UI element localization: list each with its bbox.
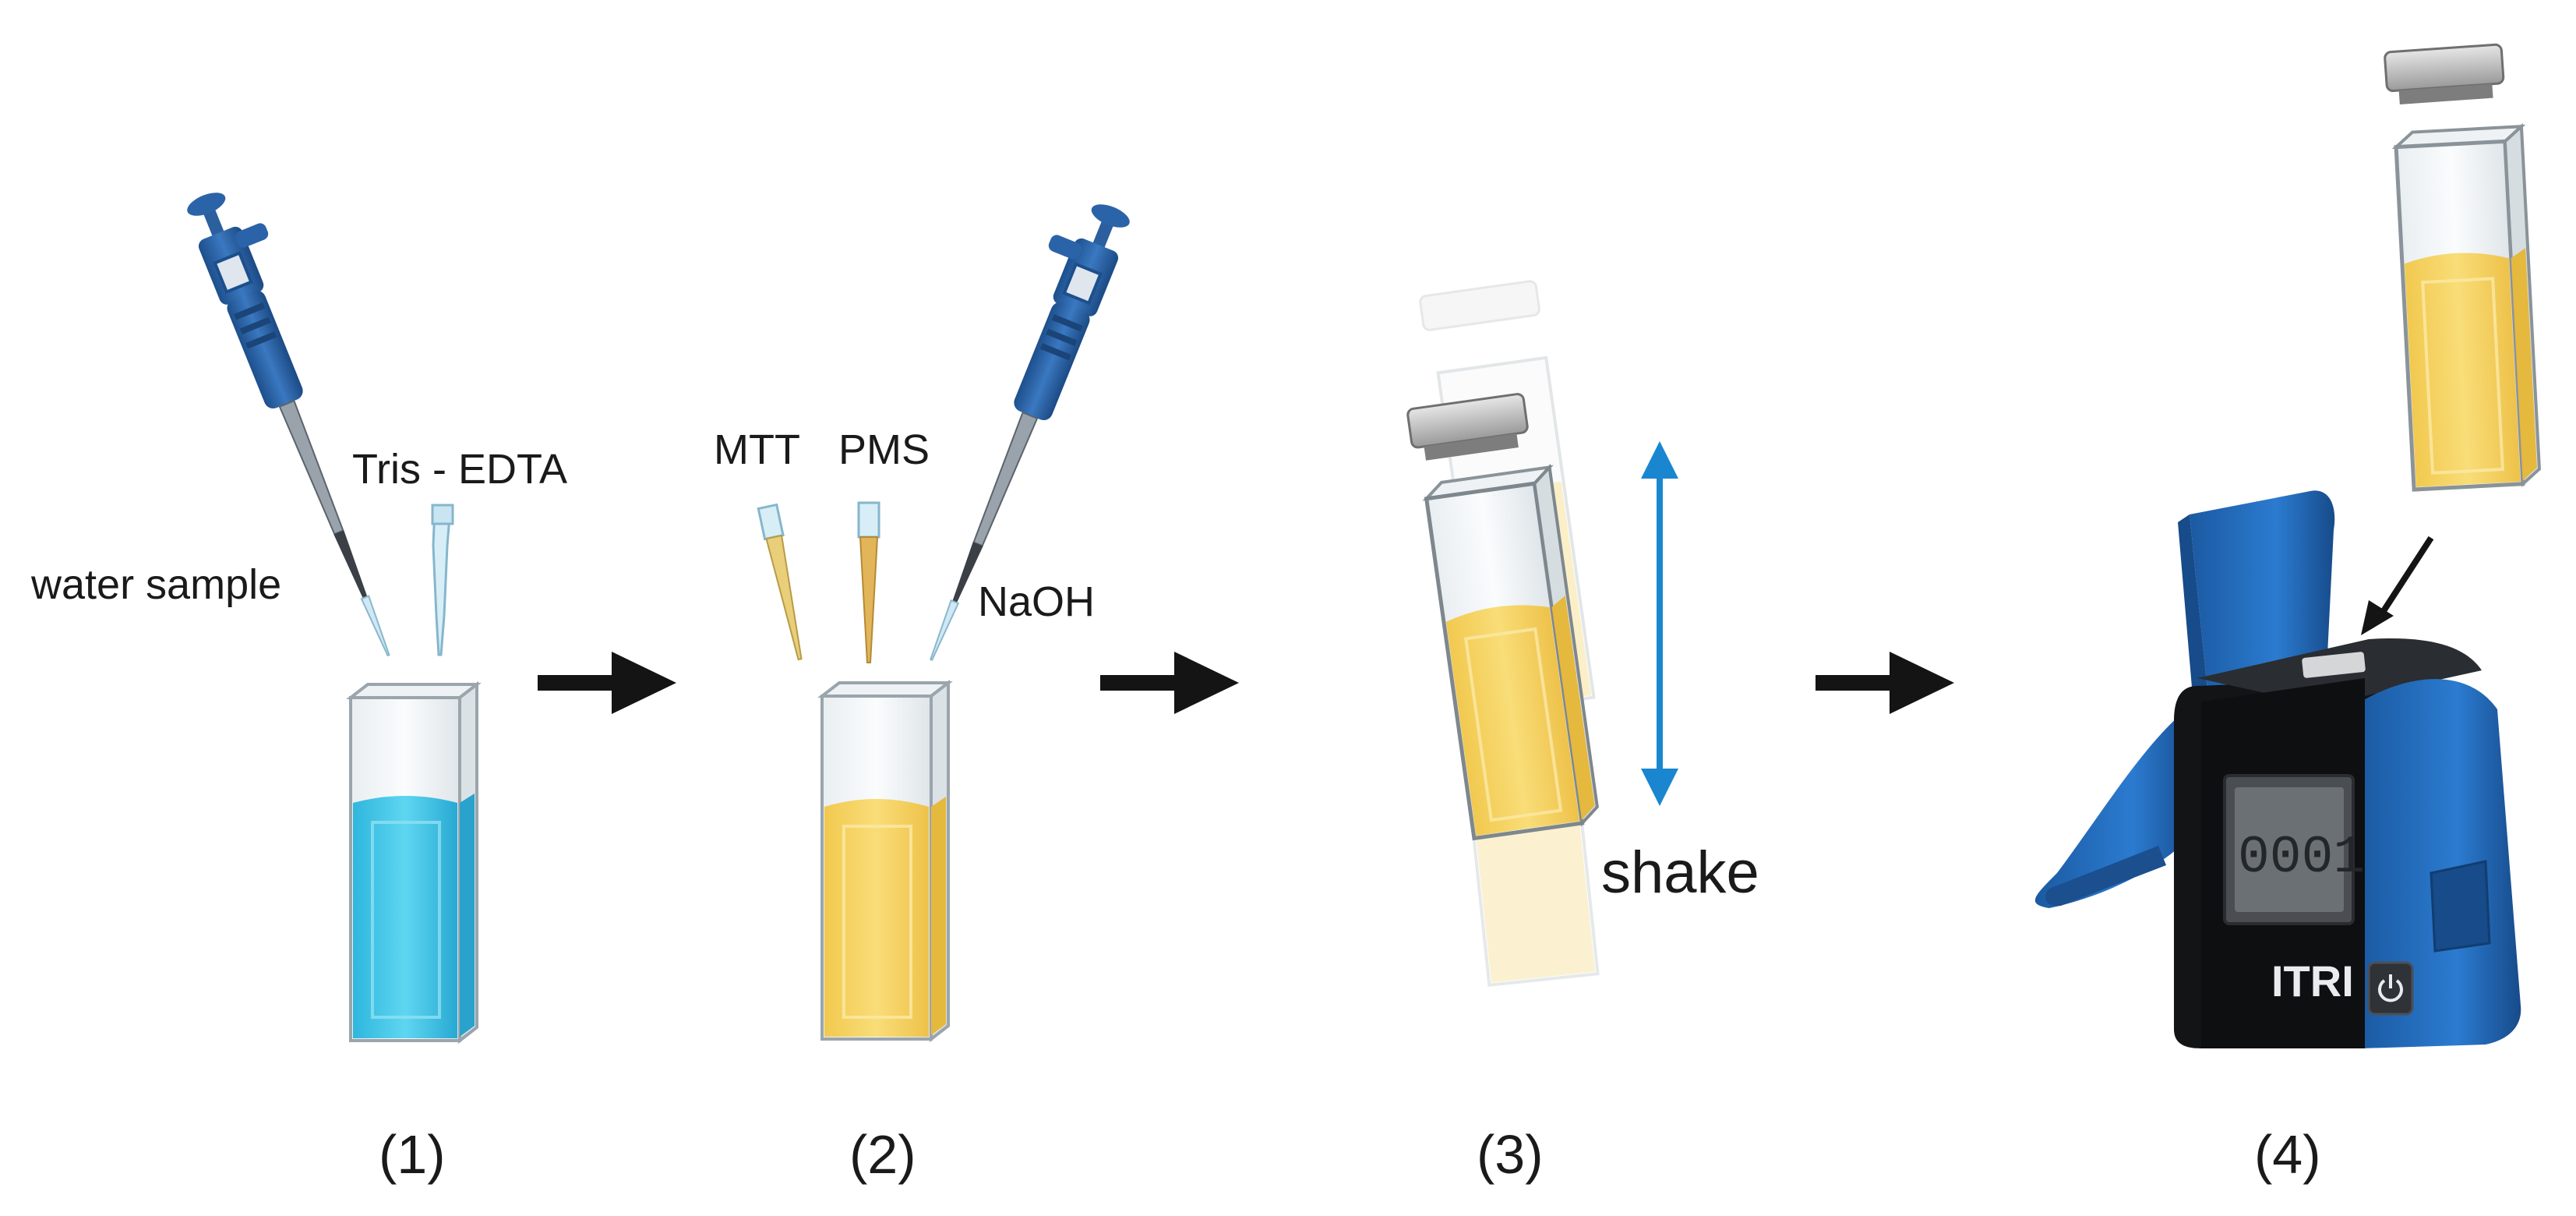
flow-arrow-2 [1100, 652, 1239, 714]
photometer-device-icon: 0001 ITRI [2034, 490, 2521, 1048]
device-brand-label: ITRI [2271, 956, 2354, 1006]
flow-arrow-3 [1816, 652, 1954, 714]
step2-pipette-icon [930, 204, 1130, 661]
step1-cuvette-icon [346, 680, 482, 1045]
power-icon [2378, 974, 2403, 1002]
step3-action-label: shake [1601, 840, 1759, 906]
step4-number: (4) [2254, 1124, 2321, 1185]
step1-pipette-icon [187, 193, 390, 657]
flow-arrow-1 [538, 652, 676, 714]
step2-reagent2-label: PMS [838, 426, 930, 473]
step2-number: (2) [849, 1124, 916, 1185]
step3-cuvette-cap-icon [1406, 393, 1529, 461]
step1-pipette-tip-icon [431, 504, 454, 656]
step4-cuvette-icon [2391, 122, 2542, 492]
step2-cuvette-icon [817, 679, 953, 1043]
step2-mtt-tip-icon [757, 503, 803, 661]
step1-number: (1) [379, 1124, 446, 1185]
step2-pms-tip-icon [857, 501, 880, 663]
device-display-reading: 0001 [2238, 828, 2365, 888]
step1-water-sample-label: water sample [30, 561, 281, 608]
step2-reagent3-label: NaOH [978, 578, 1095, 625]
step1-reagent-label: Tris - EDTA [352, 446, 567, 493]
step3-cuvette-icon [1422, 463, 1599, 841]
step2-reagent1-label: MTT [714, 426, 800, 473]
step4-cuvette-cap-icon [2384, 43, 2505, 105]
step3-number: (3) [1477, 1124, 1544, 1185]
step4-insert-arrow [2361, 536, 2434, 635]
